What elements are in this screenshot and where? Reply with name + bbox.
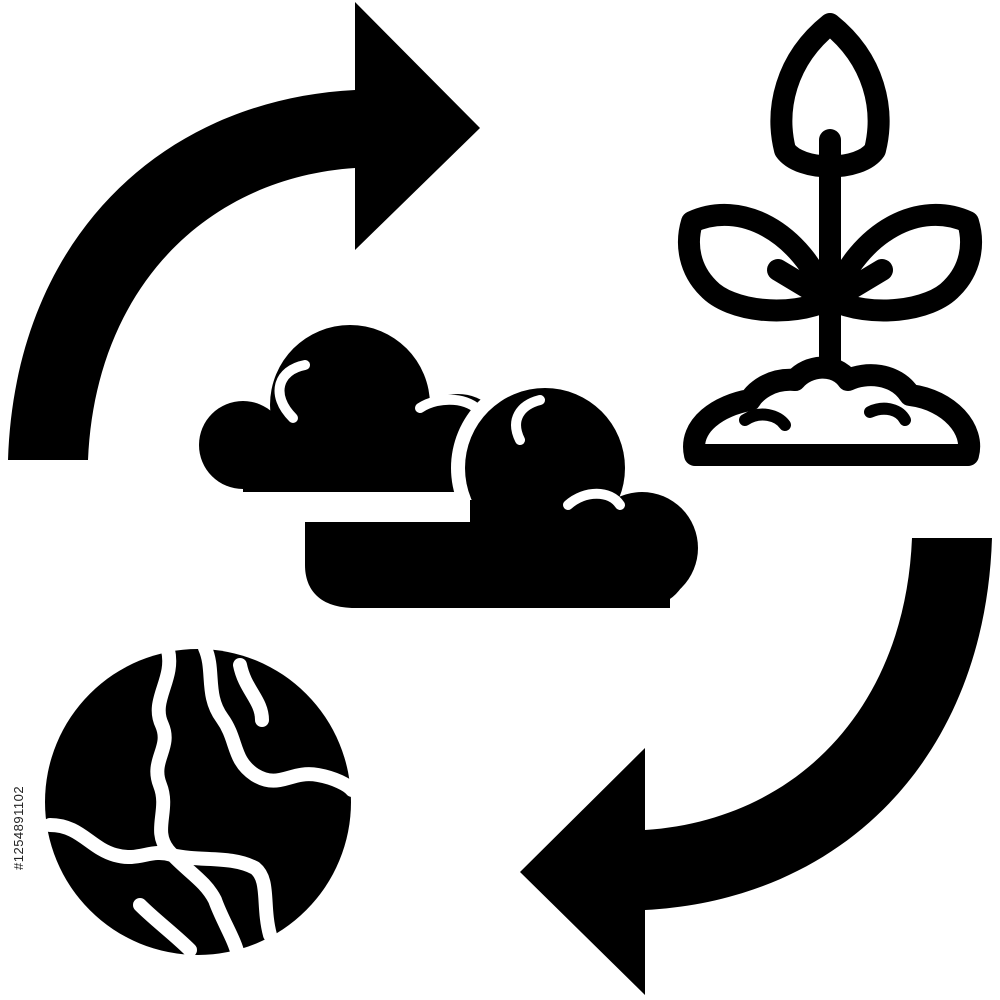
curved-arrow-left-icon bbox=[520, 538, 992, 995]
globe-icon bbox=[43, 641, 359, 962]
lower-cloud bbox=[305, 388, 698, 608]
clouds-icon bbox=[199, 325, 712, 622]
sprout-icon bbox=[678, 13, 982, 466]
curved-arrow-right-icon bbox=[8, 2, 480, 460]
stock-id-label: #1254891102 bbox=[11, 785, 26, 870]
